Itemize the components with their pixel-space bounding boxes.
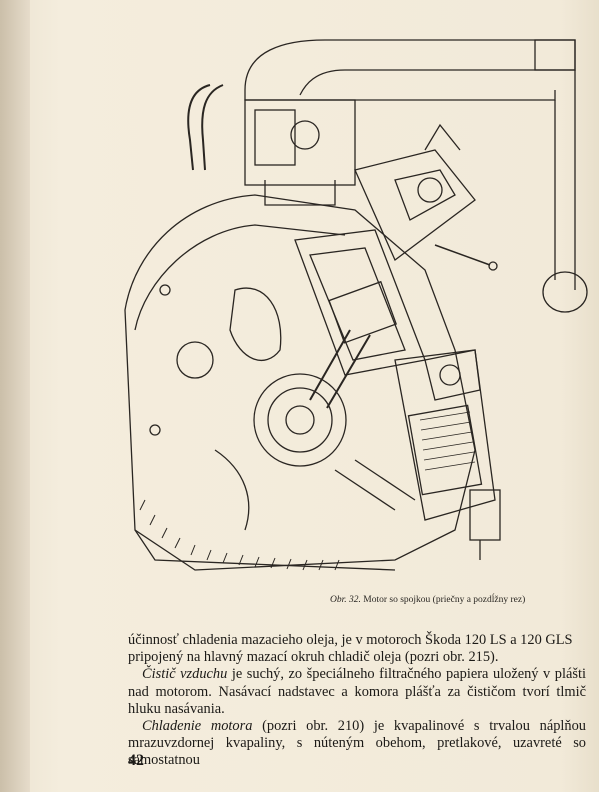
text-line: účinnosť chladenia mazacieho oleja, je v… [128,632,573,648]
figure-number: Obr. 32. [330,595,361,605]
paragraph: účinnosť chladenia mazacieho oleja, je v… [128,632,586,666]
paragraph: Čistič vzduchu je suchý, zo špeciálneho … [128,666,586,718]
figure-caption: Obr. 32. Motor so spojkou (priečny a poz… [330,595,590,605]
engine-cross-section-illustration [95,30,595,598]
paragraph: Chladenie motora (pozri obr. 210) je kva… [128,718,586,770]
figure-caption-text: Motor so spojkou (priečny a pozdĺžny rez… [363,595,526,605]
term-heading: Čistič vzduchu [142,666,228,683]
book-gutter [0,0,30,792]
body-text: účinnosť chladenia mazacieho oleja, je v… [128,632,586,770]
paragraph-text: (pozri obr. 210) je kvapalinové s trvalo… [128,718,586,769]
text-line: pripojený na hlavný mazací okruh chladič… [128,649,499,666]
page-number: 42 [128,752,144,769]
term-heading: Chladenie motora [142,718,253,735]
paragraph-text: je suchý, zo špeciálneho filtračného pap… [128,666,586,717]
